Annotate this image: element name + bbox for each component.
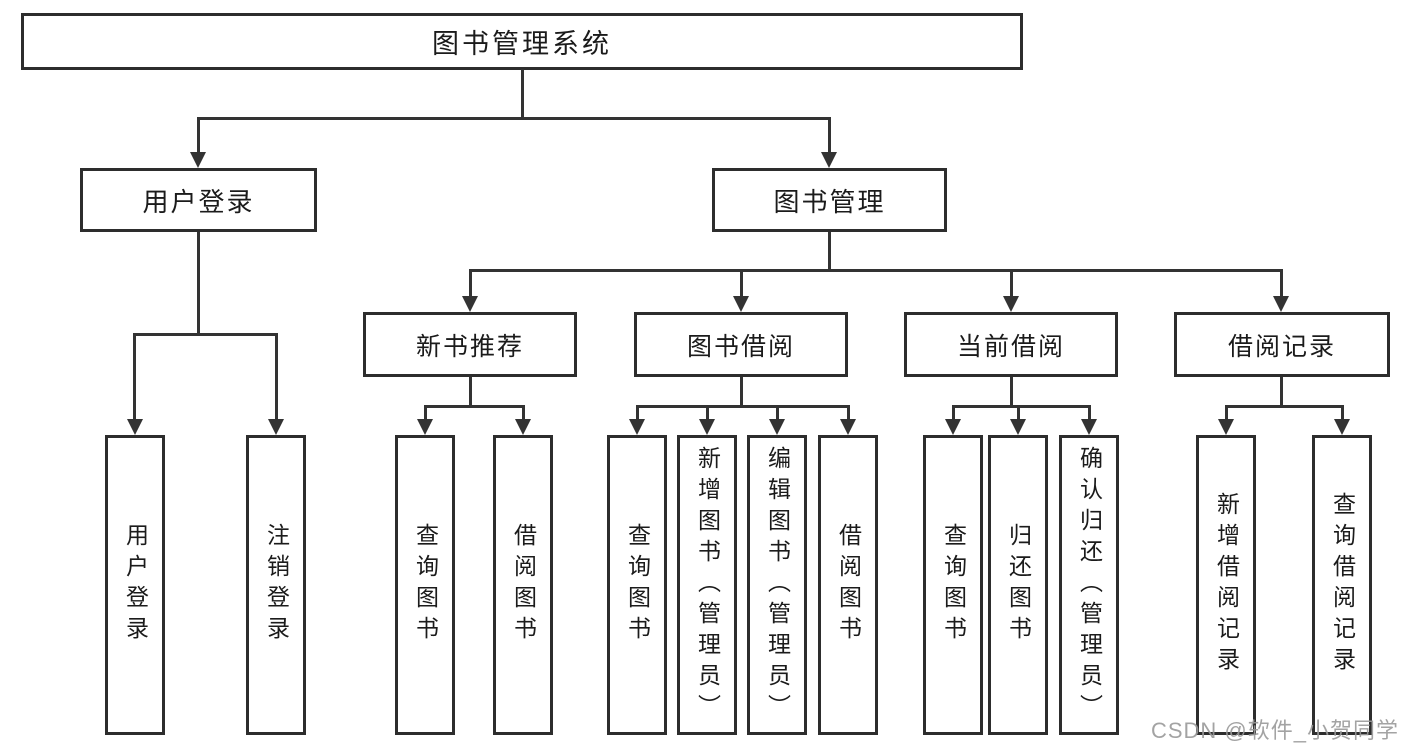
- arrow-down-icon: [268, 419, 284, 435]
- leaf-label: 编辑图书（管理员）: [764, 445, 791, 725]
- connector-line: [469, 377, 472, 408]
- arrow-down-icon: [462, 296, 478, 312]
- connector-line: [847, 405, 850, 421]
- connector-line: [1017, 405, 1020, 421]
- arrow-down-icon: [127, 419, 143, 435]
- node-book-borrowing: 图书借阅: [634, 312, 848, 377]
- csdn-watermark: CSDN @软件_小贺同学: [1150, 718, 1399, 743]
- connector-line: [1010, 377, 1013, 408]
- leaf-query-books-recommend: 查询图书: [395, 435, 455, 735]
- leaf-confirm-return-admin: 确认归还（管理员）: [1059, 435, 1119, 735]
- leaf-edit-book-admin: 编辑图书（管理员）: [747, 435, 807, 735]
- connector-line: [1010, 269, 1013, 299]
- node-borrowing-records: 借阅记录: [1174, 312, 1390, 377]
- node-user-login: 用户登录: [80, 168, 317, 232]
- leaf-label: 借阅图书: [835, 523, 862, 647]
- connector-line: [133, 333, 136, 421]
- node-label: 用户登录: [142, 186, 255, 217]
- arrow-down-icon: [821, 152, 837, 168]
- leaf-user-login: 用户登录: [105, 435, 165, 735]
- leaf-query-books-current: 查询图书: [923, 435, 983, 735]
- leaf-add-book-admin: 新增图书（管理员）: [677, 435, 737, 735]
- leaf-label: 借阅图书: [510, 523, 537, 647]
- leaf-return-book: 归还图书: [988, 435, 1048, 735]
- connector-line: [828, 232, 831, 272]
- leaf-logout: 注销登录: [246, 435, 306, 735]
- leaf-label: 用户登录: [122, 523, 149, 647]
- leaf-label: 新增借阅记录: [1213, 492, 1240, 678]
- node-label: 图书管理: [773, 186, 886, 217]
- connector-line: [469, 269, 1283, 272]
- connector-line: [197, 117, 831, 120]
- connector-line: [1341, 405, 1344, 421]
- connector-line: [1280, 377, 1283, 408]
- arrow-down-icon: [190, 152, 206, 168]
- arrow-down-icon: [1334, 419, 1350, 435]
- connector-line: [469, 269, 472, 299]
- connector-line: [424, 405, 427, 421]
- connector-line: [133, 333, 278, 336]
- node-book-management: 图书管理: [712, 168, 947, 232]
- arrow-down-icon: [629, 419, 645, 435]
- connector-line: [197, 232, 200, 336]
- arrow-down-icon: [515, 419, 531, 435]
- arrow-down-icon: [840, 419, 856, 435]
- node-label: 图书管理系统: [432, 29, 612, 59]
- connector-line: [1225, 405, 1228, 421]
- leaf-query-borrow-record: 查询借阅记录: [1312, 435, 1372, 735]
- arrow-down-icon: [733, 296, 749, 312]
- arrow-down-icon: [1273, 296, 1289, 312]
- node-label: 图书借阅: [686, 332, 795, 361]
- connector-line: [740, 377, 743, 408]
- connector-line: [952, 405, 955, 421]
- leaf-label: 查询图书: [624, 523, 651, 647]
- leaf-label: 查询图书: [940, 523, 967, 647]
- arrow-down-icon: [1010, 419, 1026, 435]
- arrow-down-icon: [1218, 419, 1234, 435]
- arrow-down-icon: [699, 419, 715, 435]
- arrow-down-icon: [769, 419, 785, 435]
- node-current-borrowing: 当前借阅: [904, 312, 1118, 377]
- leaf-label: 注销登录: [263, 523, 290, 647]
- connector-line: [1088, 405, 1091, 421]
- arrow-down-icon: [945, 419, 961, 435]
- leaf-borrow-books-recommend: 借阅图书: [493, 435, 553, 735]
- leaf-label: 归还图书: [1005, 523, 1032, 647]
- leaf-label: 新增图书（管理员）: [694, 445, 721, 725]
- connector-line: [1225, 405, 1344, 408]
- connector-line: [776, 405, 779, 421]
- arrow-down-icon: [1003, 296, 1019, 312]
- connector-line: [522, 405, 525, 421]
- node-root-library-system: 图书管理系统: [21, 13, 1023, 70]
- arrow-down-icon: [1081, 419, 1097, 435]
- connector-line: [275, 333, 278, 421]
- leaf-add-borrow-record: 新增借阅记录: [1196, 435, 1256, 735]
- node-label: 借阅记录: [1227, 332, 1336, 361]
- connector-line: [424, 405, 525, 408]
- connector-line: [740, 269, 743, 299]
- connector-line: [952, 405, 1091, 408]
- connector-line: [197, 117, 200, 155]
- leaf-label: 查询图书: [412, 523, 439, 647]
- connector-line: [636, 405, 639, 421]
- leaf-borrow-books-borrowing: 借阅图书: [818, 435, 878, 735]
- leaf-query-books-borrowing: 查询图书: [607, 435, 667, 735]
- connector-line: [636, 405, 850, 408]
- node-label: 新书推荐: [415, 332, 524, 361]
- node-label: 当前借阅: [956, 332, 1065, 361]
- connector-line: [521, 69, 524, 119]
- connector-line: [828, 117, 831, 155]
- connector-line: [706, 405, 709, 421]
- arrow-down-icon: [417, 419, 433, 435]
- node-new-book-recommendation: 新书推荐: [363, 312, 577, 377]
- leaf-label: 查询借阅记录: [1329, 492, 1356, 678]
- connector-line: [1280, 269, 1283, 299]
- leaf-label: 确认归还（管理员）: [1076, 445, 1103, 725]
